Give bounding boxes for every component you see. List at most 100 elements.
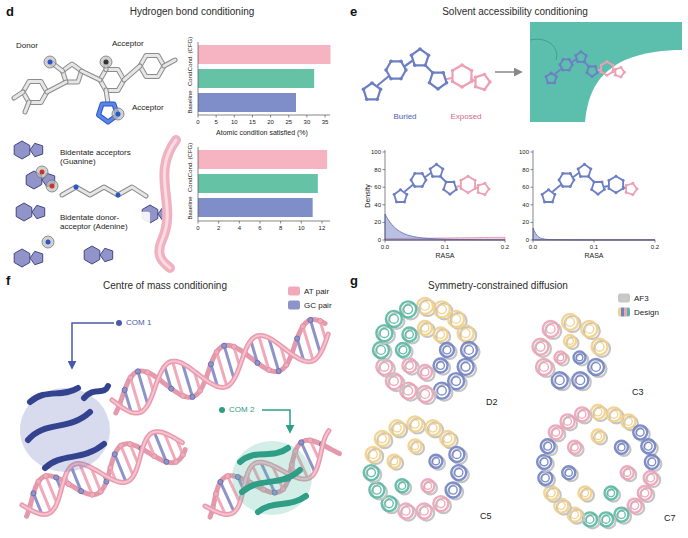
axis-title: RASA — [435, 252, 454, 260]
atom — [594, 65, 597, 68]
atom — [116, 193, 121, 198]
com-point — [116, 320, 122, 326]
atom — [436, 87, 440, 91]
atom — [631, 182, 634, 185]
tick-label: 0 — [526, 237, 529, 244]
panel-title: Centre of mass conditioning — [103, 280, 227, 292]
design-helix — [411, 420, 419, 428]
design-helix — [377, 346, 386, 355]
legend-item: AT pair — [288, 287, 329, 296]
atom — [104, 60, 109, 65]
atom — [421, 172, 424, 175]
base-end — [127, 441, 132, 446]
design-helix — [648, 458, 656, 466]
design-helix — [385, 499, 393, 507]
legend-text: GC pair — [304, 301, 332, 310]
tick-label: 20 — [374, 219, 381, 226]
atom — [553, 82, 556, 85]
gc-pair — [115, 454, 126, 482]
design-helix — [555, 376, 564, 385]
atom — [431, 175, 434, 178]
base-end — [66, 481, 71, 486]
legend-text: AT pair — [304, 287, 329, 296]
tick-mark — [383, 169, 386, 170]
tick-label: 0.1 — [441, 244, 449, 251]
base-end — [218, 479, 223, 484]
design-helix — [421, 479, 434, 492]
gc-pair — [165, 366, 172, 388]
axis-line — [533, 150, 534, 240]
atom — [546, 82, 549, 85]
design-helix — [443, 346, 451, 354]
atom — [439, 175, 442, 178]
tick-mark — [531, 204, 534, 205]
atom — [562, 69, 565, 72]
design-helix — [542, 474, 550, 482]
tick-label: 0 — [196, 119, 199, 126]
design-helix — [602, 516, 610, 524]
design-helix — [421, 368, 429, 376]
design-helix — [386, 373, 402, 389]
atom — [603, 188, 606, 191]
atom — [574, 54, 577, 57]
design-helix — [592, 339, 608, 355]
protein-helix — [30, 388, 78, 402]
bar — [198, 150, 327, 169]
bar — [198, 198, 313, 217]
design-helix — [367, 468, 375, 476]
atom — [596, 71, 599, 74]
bar-label: Baseline — [187, 90, 194, 113]
protein-helix — [242, 470, 300, 492]
design-helix — [581, 321, 597, 337]
axis-line — [198, 221, 330, 222]
design-helix — [618, 444, 625, 451]
design-helix — [557, 354, 564, 361]
design-helix — [557, 502, 565, 510]
atom — [442, 71, 446, 75]
dna-helix — [205, 431, 339, 517]
base-ring — [16, 203, 32, 221]
base-end — [197, 388, 202, 393]
density-buried — [385, 214, 505, 240]
atom — [615, 191, 618, 194]
design-helix — [404, 386, 413, 395]
design-helix — [390, 420, 405, 435]
design-helix — [544, 442, 552, 450]
bond — [405, 61, 412, 66]
atom — [474, 85, 478, 89]
symmetry-label: C3 — [632, 387, 644, 397]
ring — [476, 74, 491, 89]
design-helix — [452, 314, 461, 323]
base-end — [284, 362, 289, 367]
design-helix — [444, 434, 452, 442]
design-helix — [458, 359, 474, 375]
design-helix — [465, 346, 474, 355]
atom — [551, 201, 554, 204]
design-helix — [417, 504, 432, 519]
protein-helix — [28, 412, 90, 440]
tick-label: 20 — [267, 119, 274, 126]
atom — [425, 179, 428, 182]
atom — [74, 185, 79, 190]
atom — [591, 75, 594, 78]
atom — [459, 179, 462, 182]
bar-charts — [198, 42, 330, 224]
at-pair — [303, 326, 313, 360]
base-ring — [84, 246, 100, 264]
design-helix — [458, 325, 474, 341]
tick-mark — [216, 115, 217, 118]
design-helix — [607, 407, 621, 421]
bond — [572, 59, 576, 62]
design-helix — [451, 465, 466, 480]
atom — [455, 188, 458, 191]
backbone-highlight — [112, 334, 328, 413]
design-helix — [437, 362, 445, 370]
tick-label: 15 — [249, 119, 256, 126]
design-helix — [380, 329, 389, 338]
arrow — [495, 71, 521, 73]
atom — [460, 85, 464, 89]
stick — [100, 70, 124, 91]
annotation: Bidentate acceptors (Guanine) — [58, 147, 150, 167]
ring — [430, 164, 443, 176]
